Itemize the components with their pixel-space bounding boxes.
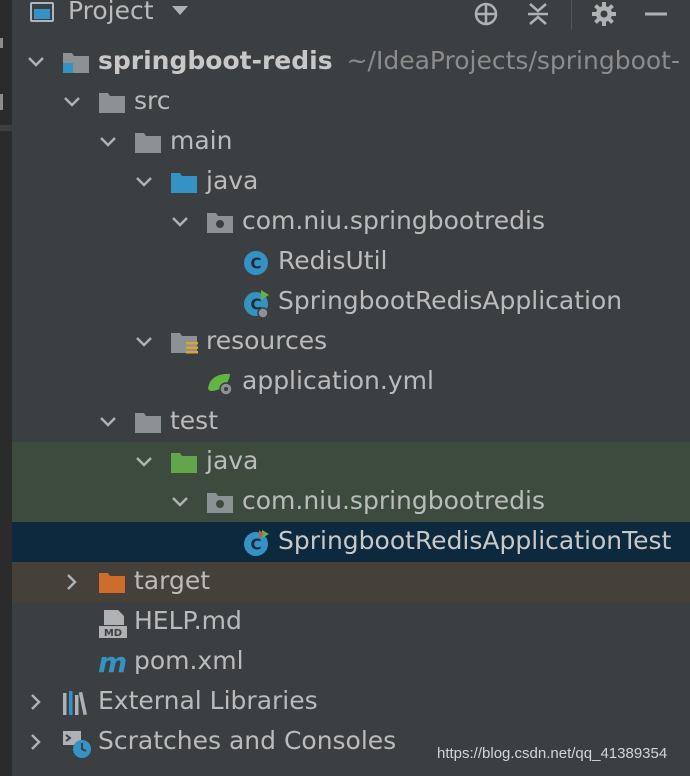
- strip-mark: [0, 38, 3, 48]
- package-icon: [206, 489, 234, 515]
- tree-node-main[interactable]: main: [12, 122, 690, 162]
- folder-icon: [134, 129, 162, 155]
- tree-node-test-java[interactable]: java: [12, 442, 690, 482]
- excluded-folder-icon: [98, 569, 126, 595]
- test-class-icon: C: [242, 529, 270, 556]
- tree-label-help-md: HELP.md: [134, 606, 242, 635]
- project-tree: springboot-redis~/IdeaProjects/springboo…: [12, 42, 690, 762]
- scratches-icon: [62, 729, 91, 758]
- chevron-down-icon[interactable]: [62, 92, 82, 112]
- tree-label-app-class: SpringbootRedisApplication: [278, 286, 623, 315]
- chevron-right-icon[interactable]: [26, 732, 46, 752]
- tree-label-main-package: com.niu.springbootredis: [242, 206, 545, 235]
- tree-label-redis-util: RedisUtil: [278, 246, 388, 275]
- class-icon: C: [242, 249, 270, 275]
- chevron-down-icon[interactable]: [134, 332, 154, 352]
- libraries-icon: [62, 689, 90, 716]
- tree-label-scratches: Scratches and Consoles: [98, 726, 397, 755]
- tree-node-root[interactable]: springboot-redis~/IdeaProjects/springboo…: [12, 42, 690, 82]
- tree-node-main-java[interactable]: java: [12, 162, 690, 202]
- header-separator: [571, 0, 572, 30]
- module-folder-icon: [62, 49, 90, 75]
- tree-label-test: test: [170, 406, 219, 435]
- gear-icon[interactable]: [590, 0, 618, 28]
- package-icon: [206, 209, 234, 235]
- left-tool-strip: [0, 0, 12, 776]
- folder-icon: [98, 89, 126, 115]
- tree-label-test-package: com.niu.springbootredis: [242, 486, 545, 515]
- chevron-right-icon[interactable]: [62, 572, 82, 592]
- collapse-all-icon[interactable]: [524, 0, 552, 28]
- spring-config-icon: [206, 369, 234, 396]
- strip-divider: [0, 125, 12, 131]
- tree-node-target[interactable]: target: [12, 562, 690, 602]
- locate-icon[interactable]: [472, 0, 500, 28]
- chevron-down-icon[interactable]: [98, 412, 118, 432]
- tree-node-test-package[interactable]: com.niu.springbootredis: [12, 482, 690, 522]
- test-folder-icon: [170, 449, 198, 475]
- tree-node-src[interactable]: src: [12, 82, 690, 122]
- chevron-down-icon[interactable]: [134, 452, 154, 472]
- selection-highlight: [12, 522, 690, 562]
- chevron-down-icon[interactable]: [170, 492, 190, 512]
- tree-node-app-yml[interactable]: application.yml: [12, 362, 690, 402]
- chevron-down-icon[interactable]: [170, 212, 190, 232]
- tree-label-main: main: [170, 126, 233, 155]
- chevron-right-icon[interactable]: [26, 692, 46, 712]
- watermark-text: https://blog.csdn.net/qq_41389354: [437, 745, 668, 762]
- svg-text:C: C: [250, 296, 261, 314]
- resources-folder-icon: [170, 329, 198, 355]
- project-window-icon: [30, 2, 54, 22]
- tree-label-root: springboot-redis~/IdeaProjects/springboo…: [98, 46, 680, 75]
- tree-label-target: target: [134, 566, 211, 595]
- svg-text:m: m: [98, 649, 127, 677]
- source-folder-icon: [170, 169, 198, 195]
- tree-label-test-java: java: [206, 446, 259, 475]
- row-highlight: [12, 482, 690, 522]
- chevron-down-icon[interactable]: [172, 6, 188, 15]
- tree-node-test-class[interactable]: C SpringbootRedisApplicationTest: [12, 522, 690, 562]
- tree-label-test-class: SpringbootRedisApplicationTest: [278, 526, 672, 555]
- tree-node-help-md[interactable]: MD HELP.md: [12, 602, 690, 642]
- strip-mark: [0, 94, 3, 110]
- tree-node-app-class[interactable]: C SpringbootRedisApplication: [12, 282, 690, 322]
- chevron-down-icon[interactable]: [134, 172, 154, 192]
- tree-node-external-libraries[interactable]: External Libraries: [12, 682, 690, 722]
- tree-label-pom: pom.xml: [134, 646, 244, 675]
- spring-boot-class-icon: C: [242, 289, 270, 319]
- folder-icon: [134, 409, 162, 435]
- tree-node-test[interactable]: test: [12, 402, 690, 442]
- tree-node-scratches[interactable]: Scratches and Consoles: [12, 722, 690, 762]
- maven-icon: m: [98, 646, 127, 679]
- tree-root-path: ~/IdeaProjects/springboot-: [346, 46, 680, 75]
- tree-label-resources: resources: [206, 326, 328, 355]
- hide-icon[interactable]: [642, 0, 670, 28]
- panel-title[interactable]: Project: [68, 0, 154, 25]
- svg-text:MD: MD: [104, 628, 122, 639]
- tree-label-external-libraries: External Libraries: [98, 686, 318, 715]
- chevron-down-icon[interactable]: [26, 52, 46, 72]
- svg-text:C: C: [250, 536, 261, 554]
- row-highlight: [12, 442, 690, 482]
- tree-node-pom[interactable]: m pom.xml: [12, 642, 690, 682]
- tree-label-src: src: [134, 86, 171, 115]
- tree-node-main-package[interactable]: com.niu.springbootredis: [12, 202, 690, 242]
- tree-label-app-yml: application.yml: [242, 366, 434, 395]
- project-panel-header: Project: [12, 0, 690, 30]
- svg-text:C: C: [250, 255, 261, 273]
- tree-label-main-java: java: [206, 166, 259, 195]
- markdown-file-icon: MD: [98, 609, 127, 639]
- chevron-down-icon[interactable]: [98, 132, 118, 152]
- tree-node-resources[interactable]: resources: [12, 322, 690, 362]
- tree-node-redis-util[interactable]: C RedisUtil: [12, 242, 690, 282]
